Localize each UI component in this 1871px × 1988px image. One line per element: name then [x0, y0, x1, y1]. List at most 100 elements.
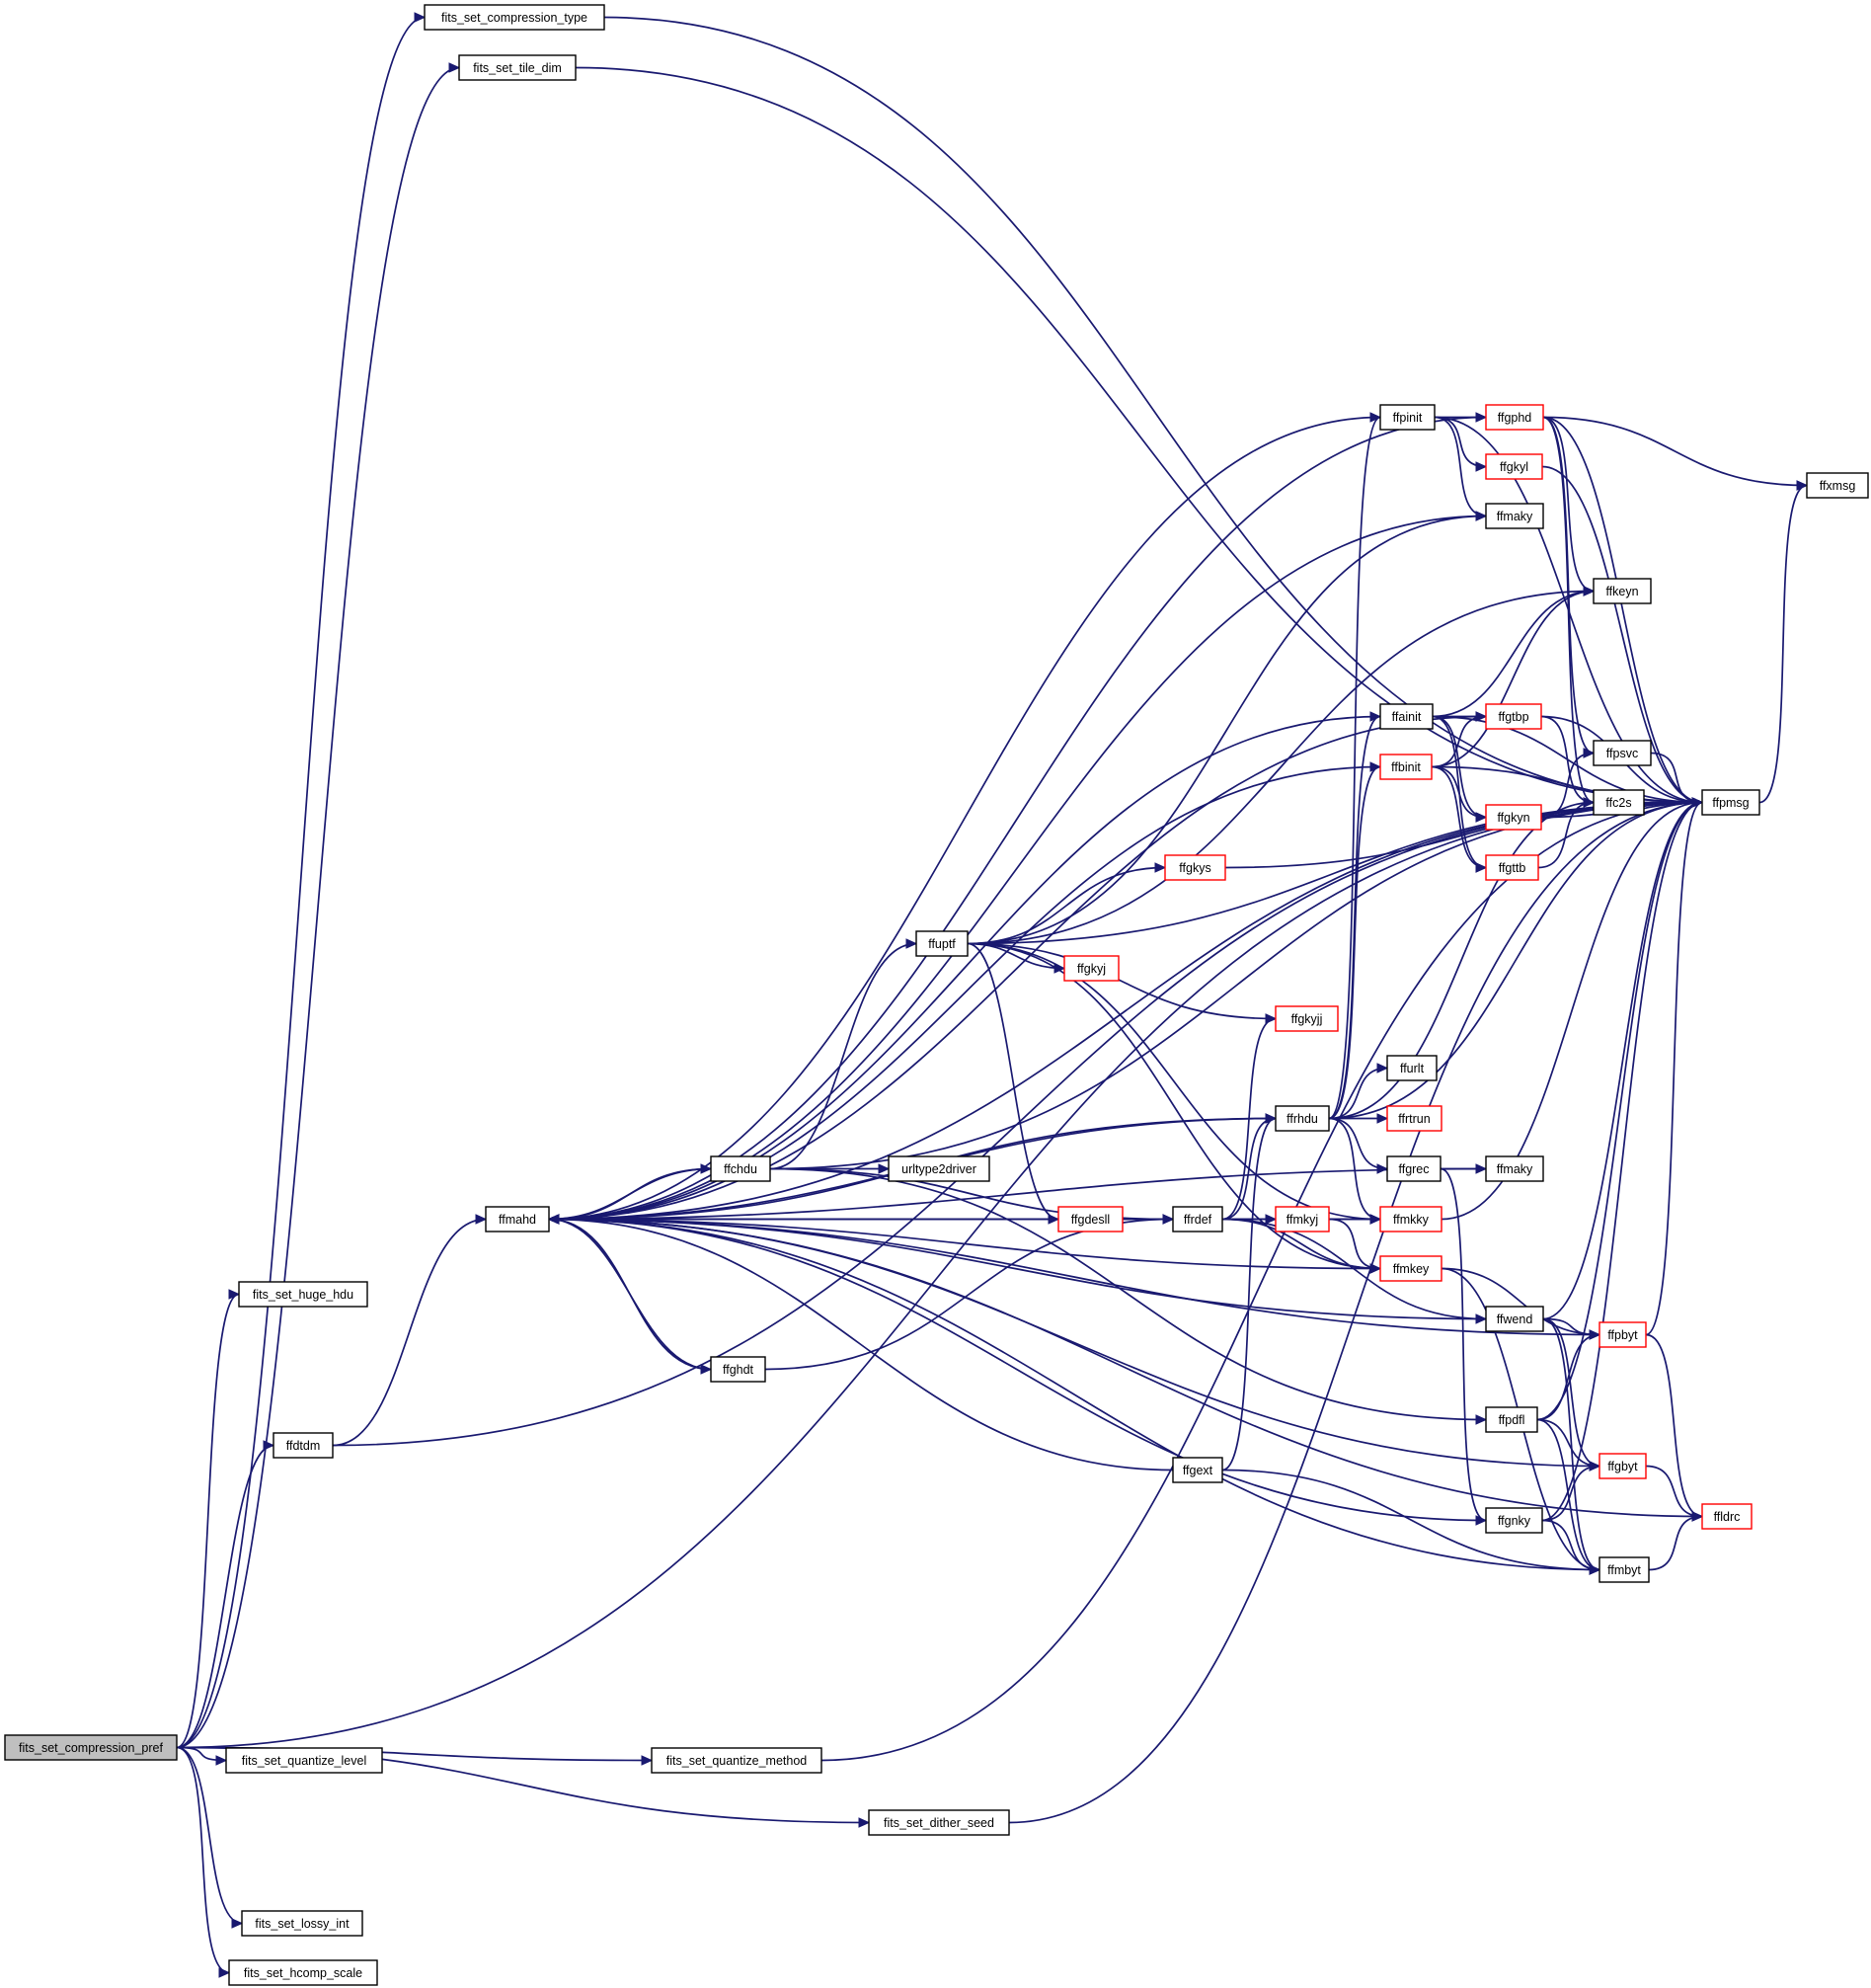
edge-line	[967, 942, 1381, 1270]
arrowhead-icon	[215, 1755, 228, 1766]
edge-n40-n44	[1645, 797, 1704, 1336]
node-ffgkyjj[interactable]: ffgkyjj	[1275, 1005, 1339, 1032]
edge-line	[1432, 590, 1595, 718]
node-ffgkyn[interactable]: ffgkyn	[1485, 804, 1542, 831]
node-label: ffmkky	[1393, 1213, 1430, 1227]
node-ffgnky[interactable]: ffgnky	[1485, 1507, 1543, 1534]
node-ffpinit[interactable]: ffpinit	[1379, 404, 1436, 431]
node-ffchdu[interactable]: ffchdu	[710, 1155, 771, 1182]
node-fits-set-quantize-level[interactable]: fits_set_quantize_level	[225, 1747, 383, 1774]
node-label: fits_set_compression_pref	[19, 1741, 163, 1755]
arrowhead-icon	[1369, 1214, 1382, 1225]
edge-n33-n39	[1537, 797, 1596, 869]
node-ffgttb[interactable]: ffgttb	[1485, 854, 1539, 881]
node-ffmaky[interactable]: ffmaky	[1485, 503, 1544, 529]
node-ffgext[interactable]: ffgext	[1172, 1457, 1223, 1483]
node-ffwend[interactable]: ffwend	[1485, 1306, 1544, 1332]
node-ffgbyt[interactable]: ffgbyt	[1598, 1453, 1647, 1479]
edge-line	[1536, 1418, 1600, 1571]
edge-line	[1645, 1465, 1703, 1518]
node-ffpbyt[interactable]: ffpbyt	[1598, 1321, 1647, 1348]
edge-line	[1758, 484, 1808, 804]
node-fits-set-quantize-method[interactable]: fits_set_quantize_method	[651, 1747, 822, 1774]
node-label: ffrtrun	[1398, 1112, 1430, 1126]
node-ffgkys[interactable]: ffgkys	[1164, 854, 1226, 881]
node-ffpsvc[interactable]: ffpsvc	[1593, 740, 1652, 766]
edge-n16-n26	[1328, 1117, 1389, 1174]
edge-line	[1541, 465, 1703, 804]
node-ffrdef[interactable]: ffrdef	[1172, 1206, 1223, 1233]
node-ffkeyn[interactable]: ffkeyn	[1593, 578, 1652, 604]
node-ffc2s[interactable]: ffc2s	[1593, 789, 1645, 816]
node-label: fits_set_quantize_method	[666, 1754, 808, 1768]
edge-line	[548, 1218, 1174, 1471]
edge-line	[1541, 801, 1703, 1522]
edge-line	[967, 801, 1703, 945]
node-ffdtdm[interactable]: ffdtdm	[273, 1432, 334, 1459]
edge-n43-n06	[547, 1214, 1703, 1518]
node-ffrhdu[interactable]: ffrhdu	[1275, 1105, 1330, 1132]
edge-line	[1431, 765, 1487, 819]
node-ffgdesll[interactable]: ffgdesll	[1057, 1206, 1124, 1233]
node-ffainit[interactable]: ffainit	[1379, 703, 1434, 730]
node-ffmbyt[interactable]: ffmbyt	[1598, 1556, 1650, 1583]
arrowhead-icon	[1691, 797, 1704, 808]
node-box	[1701, 789, 1760, 816]
edge-n23-n33	[1431, 765, 1488, 873]
node-label: ffrdef	[1184, 1213, 1212, 1227]
edge-n44-n45	[1758, 480, 1809, 804]
edge-n11-n44	[967, 797, 1704, 945]
node-ffgrec[interactable]: ffgrec	[1386, 1155, 1442, 1182]
node-label: fits_set_tile_dim	[473, 61, 562, 75]
arrowhead-icon	[1583, 797, 1596, 808]
node-label: fits_set_hcomp_scale	[244, 1966, 362, 1980]
node-fits-set-hcomp-scale[interactable]: fits_set_hcomp_scale	[228, 1959, 378, 1986]
node-box	[1485, 1306, 1544, 1332]
node-fits-set-dither-seed[interactable]: fits_set_dither_seed	[868, 1809, 1010, 1836]
node-fits-set-huge-hdu[interactable]: fits_set_huge_hdu	[238, 1281, 368, 1308]
node-ffgphd[interactable]: ffgphd	[1485, 404, 1544, 431]
node-box	[1379, 1255, 1442, 1282]
edge-line	[176, 1746, 230, 1974]
edge-n01-n03	[176, 62, 461, 1749]
node-fits-set-compression-type[interactable]: fits_set_compression_type	[424, 4, 605, 31]
edge-n07-n44	[769, 797, 1704, 1170]
node-fits-set-lossy-int[interactable]: fits_set_lossy_int	[241, 1910, 363, 1937]
node-box	[710, 1356, 766, 1383]
node-ffghdt[interactable]: ffghdt	[710, 1356, 766, 1383]
node-ffurlt[interactable]: ffurlt	[1386, 1055, 1438, 1081]
node-ffmahd[interactable]: ffmahd	[485, 1206, 550, 1233]
node-ffgkyj[interactable]: ffgkyj	[1063, 955, 1120, 982]
node-ffgkyl[interactable]: ffgkyl	[1485, 453, 1543, 480]
node-box	[1598, 1556, 1650, 1583]
node-ffmkyj[interactable]: ffmkyj	[1275, 1206, 1330, 1233]
edge-line	[967, 942, 1381, 1221]
edge-n16-n23	[1328, 761, 1382, 1120]
arrowhead-icon	[858, 1817, 871, 1828]
node-ffpmsg[interactable]: ffpmsg	[1701, 789, 1760, 816]
edge-line	[1542, 416, 1703, 804]
arrowhead-icon	[1376, 1163, 1389, 1174]
node-box	[1806, 472, 1869, 499]
node-ffpdfl[interactable]: ffpdfl	[1485, 1406, 1538, 1433]
node-ffrtrun[interactable]: ffrtrun	[1386, 1105, 1442, 1132]
node-ffbinit[interactable]: ffbinit	[1379, 754, 1433, 780]
node-ffmkky[interactable]: ffmkky	[1379, 1206, 1442, 1233]
edge-line	[967, 515, 1487, 945]
arrowhead-icon	[231, 1918, 244, 1929]
node-ffgtbp[interactable]: ffgtbp	[1485, 703, 1542, 730]
edge-n29-n45	[1542, 416, 1809, 491]
node-fits-set-tile-dim[interactable]: fits_set_tile_dim	[458, 54, 577, 81]
node-ffxmsg[interactable]: ffxmsg	[1806, 472, 1869, 499]
node-label: ffmahd	[499, 1213, 536, 1227]
node-ffuptf[interactable]: ffuptf	[915, 930, 969, 957]
node-fits-set-compression-pref[interactable]: fits_set_compression_pref	[4, 1734, 178, 1761]
node-ffldrc[interactable]: ffldrc	[1701, 1503, 1753, 1530]
node-box	[241, 1910, 363, 1937]
node-label: ffgkyj	[1077, 962, 1106, 976]
edge-line	[1431, 765, 1487, 869]
node-ffmkey[interactable]: ffmkey	[1379, 1255, 1442, 1282]
node-urltype2driver[interactable]: urltype2driver	[888, 1155, 990, 1182]
node-ffmaky[interactable]: ffmaky	[1485, 1155, 1544, 1182]
arrowhead-icon	[1154, 862, 1167, 873]
